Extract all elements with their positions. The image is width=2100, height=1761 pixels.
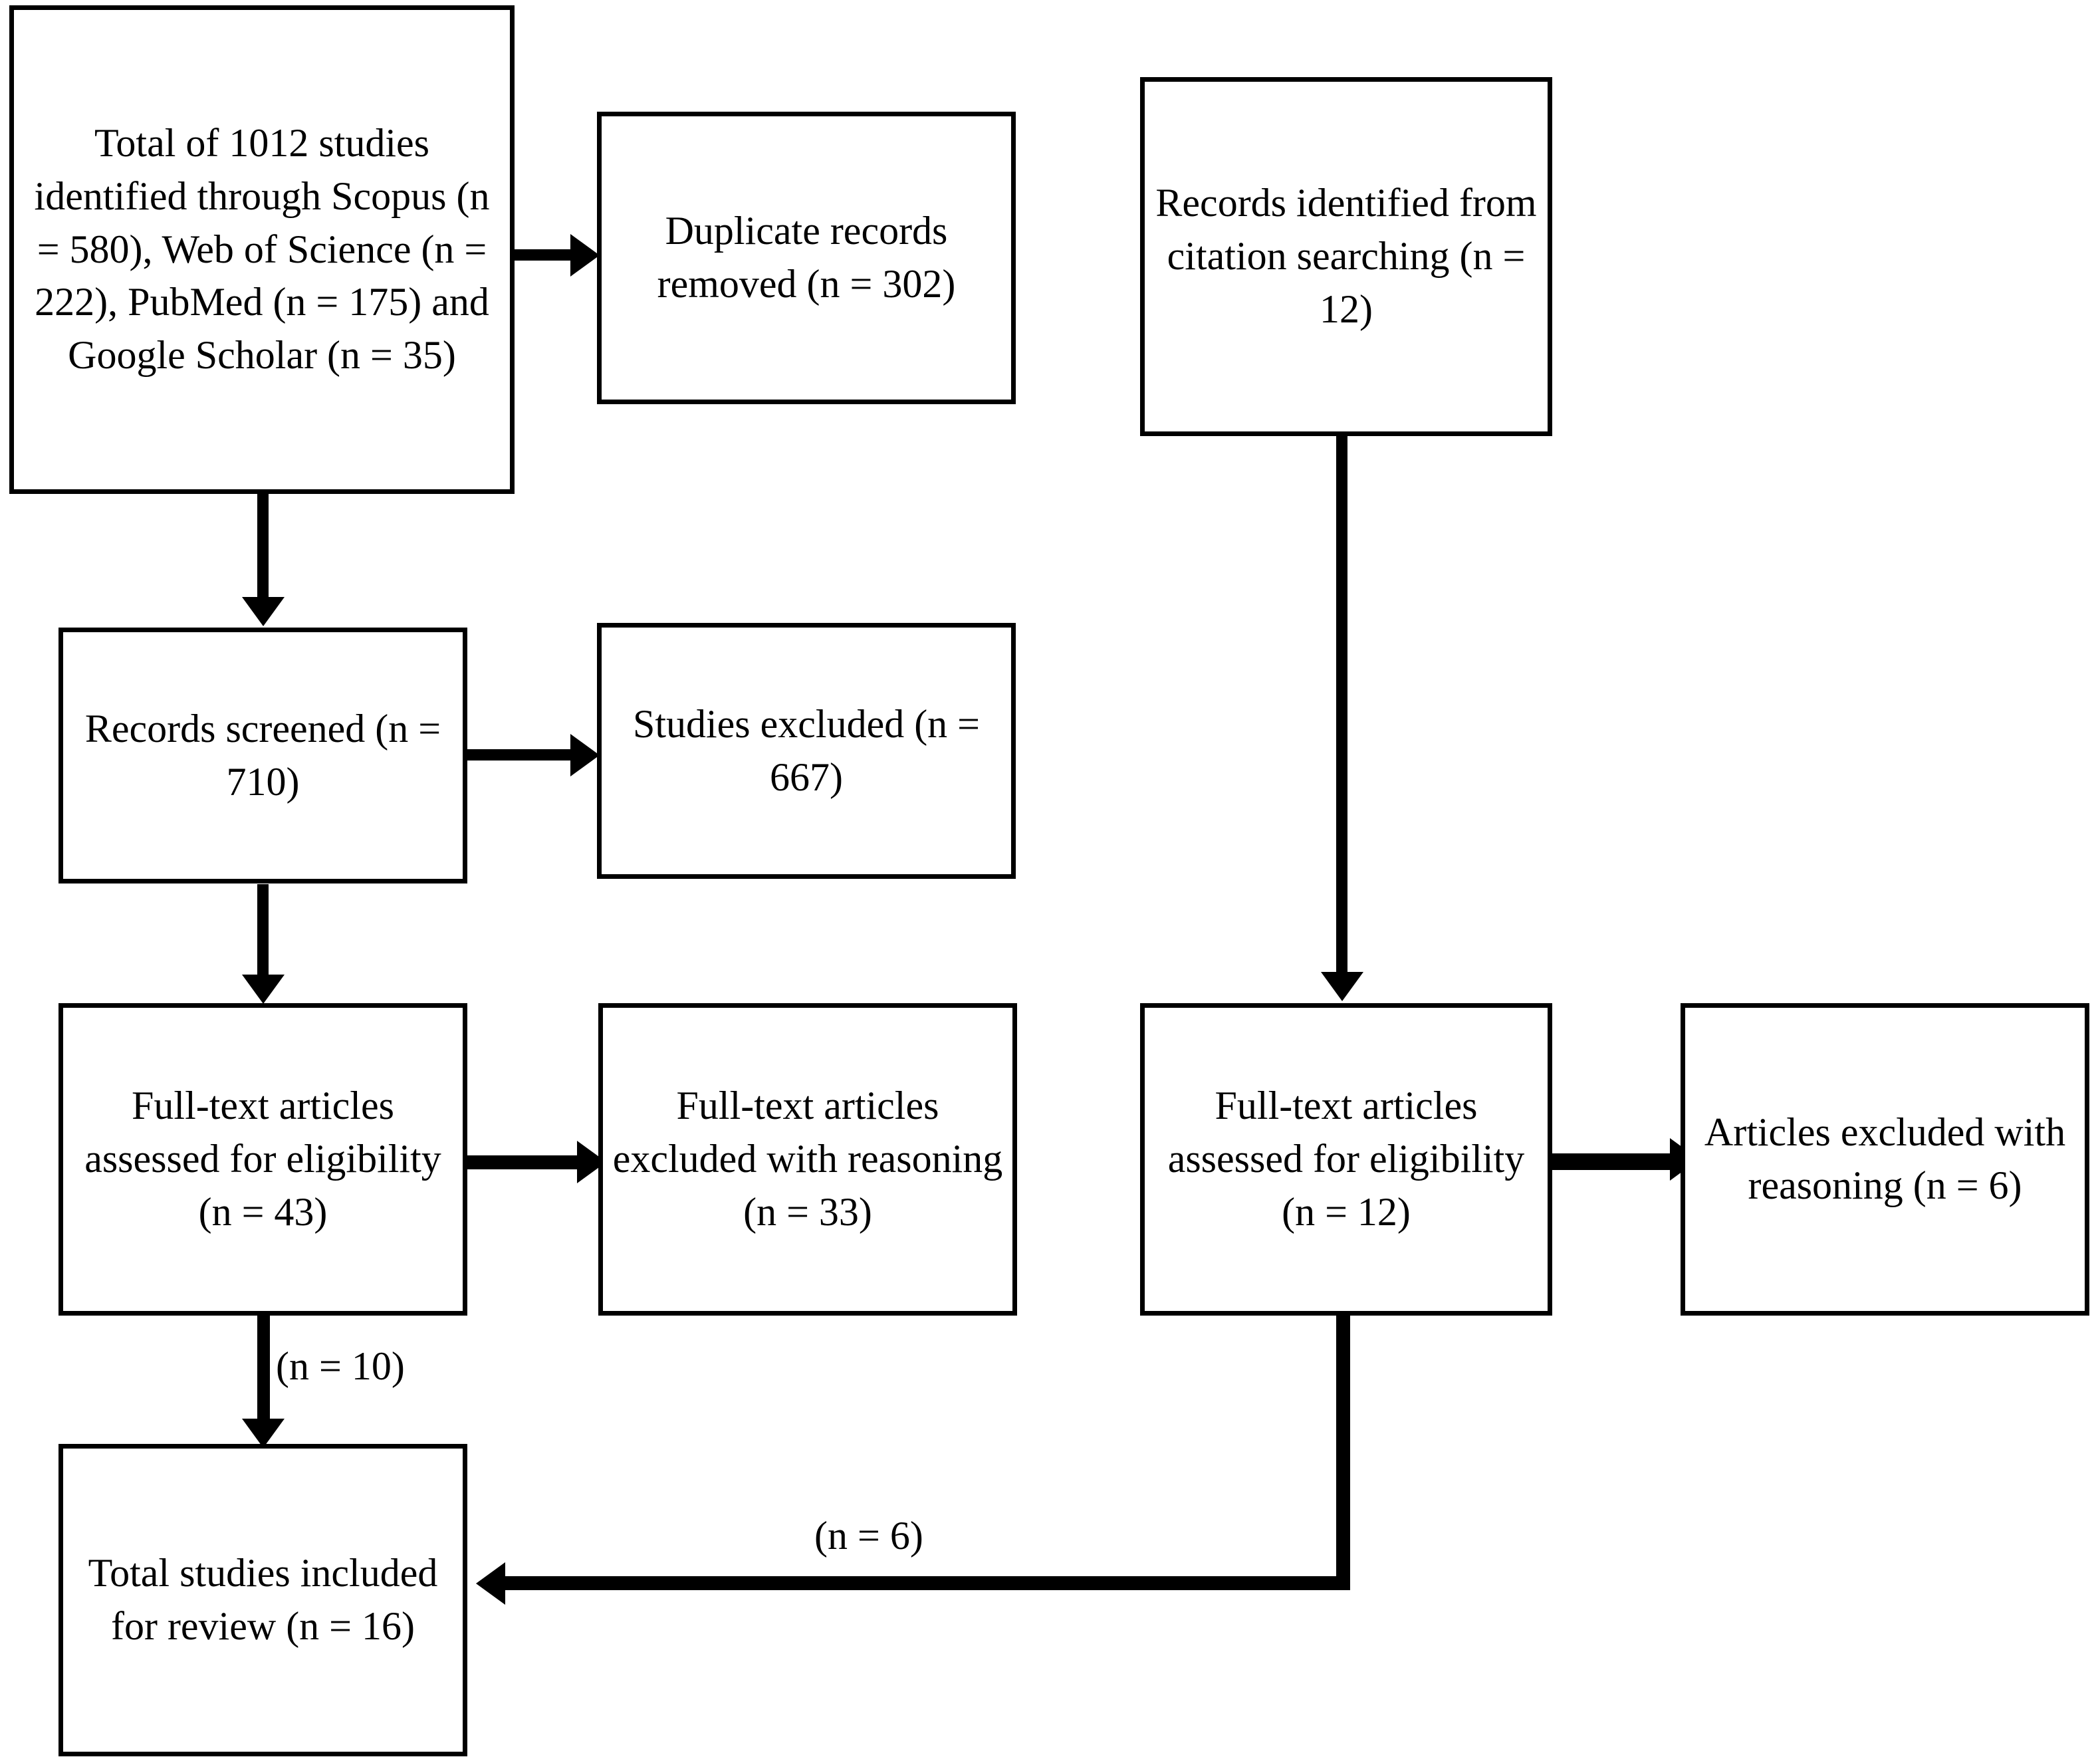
connector-fulltextcite-drop (1336, 1311, 1350, 1590)
node-records-identified-databases[interactable]: Total of 1012 studies identified through… (9, 5, 515, 494)
node-label: Articles excluded with reasoning (n = 6) (1704, 1110, 2066, 1207)
node-studies-excluded[interactable]: Studies excluded (n = 667) (597, 623, 1016, 879)
edge-label-db-to-included: (n = 10) (276, 1344, 405, 1388)
connector-citation-to-fulltext-cite (1336, 432, 1347, 977)
connector-fulltextcite-to-included (505, 1576, 1344, 1590)
arrowhead-identified-to-screened (242, 597, 285, 626)
node-records-screened[interactable]: Records screened (n = 710) (58, 628, 467, 883)
node-total-studies-included[interactable]: Total studies included for review (n = 1… (58, 1444, 467, 1756)
arrowhead-citation-to-fulltext-cite (1321, 972, 1363, 1001)
node-label: Duplicate records removed (n = 302) (657, 209, 956, 306)
node-fulltext-excluded-databases[interactable]: Full-text articles excluded with reasoni… (598, 1003, 1017, 1316)
node-fulltext-assessed-citation[interactable]: Full-text articles assessed for eligibil… (1140, 1003, 1552, 1316)
connector-fulltextdb-to-excluded (465, 1155, 588, 1169)
connector-identified-to-screened (257, 491, 269, 604)
arrowhead-fulltextdb-to-included (242, 1419, 285, 1448)
node-label: Total of 1012 studies identified through… (34, 121, 490, 378)
edge-label-cite-to-included: (n = 6) (814, 1514, 923, 1558)
arrowhead-screened-to-fulltext-db (242, 975, 285, 1004)
node-fulltext-assessed-databases[interactable]: Full-text articles assessed for eligibil… (58, 1003, 467, 1316)
arrowhead-identified-to-duplicates (570, 234, 600, 277)
node-label: Full-text articles assessed for eligibil… (1167, 1084, 1525, 1234)
connector-screened-to-fulltext-db (257, 884, 269, 981)
connector-identified-to-duplicates (512, 249, 582, 261)
node-label: Records screened (n = 710) (84, 706, 441, 804)
connector-fulltextdb-to-included (257, 1311, 270, 1424)
arrowhead-fulltextcite-to-included (476, 1562, 505, 1605)
node-duplicate-records-removed[interactable]: Duplicate records removed (n = 302) (597, 112, 1016, 404)
node-label: Studies excluded (n = 667) (632, 701, 981, 799)
node-label: Full-text articles assessed for eligibil… (84, 1084, 441, 1234)
connector-screened-to-excluded (465, 749, 582, 761)
node-articles-excluded-citation[interactable]: Articles excluded with reasoning (n = 6) (1681, 1003, 2089, 1316)
connector-fulltextcite-to-excluded (1549, 1153, 1682, 1170)
node-label: Total studies included for review (n = 1… (88, 1551, 438, 1648)
arrowhead-screened-to-excluded (570, 734, 600, 776)
node-label: Records identified from citation searchi… (1155, 181, 1537, 331)
node-label: Full-text articles excluded with reasoni… (612, 1084, 1003, 1234)
node-records-identified-citation[interactable]: Records identified from citation searchi… (1140, 77, 1552, 436)
